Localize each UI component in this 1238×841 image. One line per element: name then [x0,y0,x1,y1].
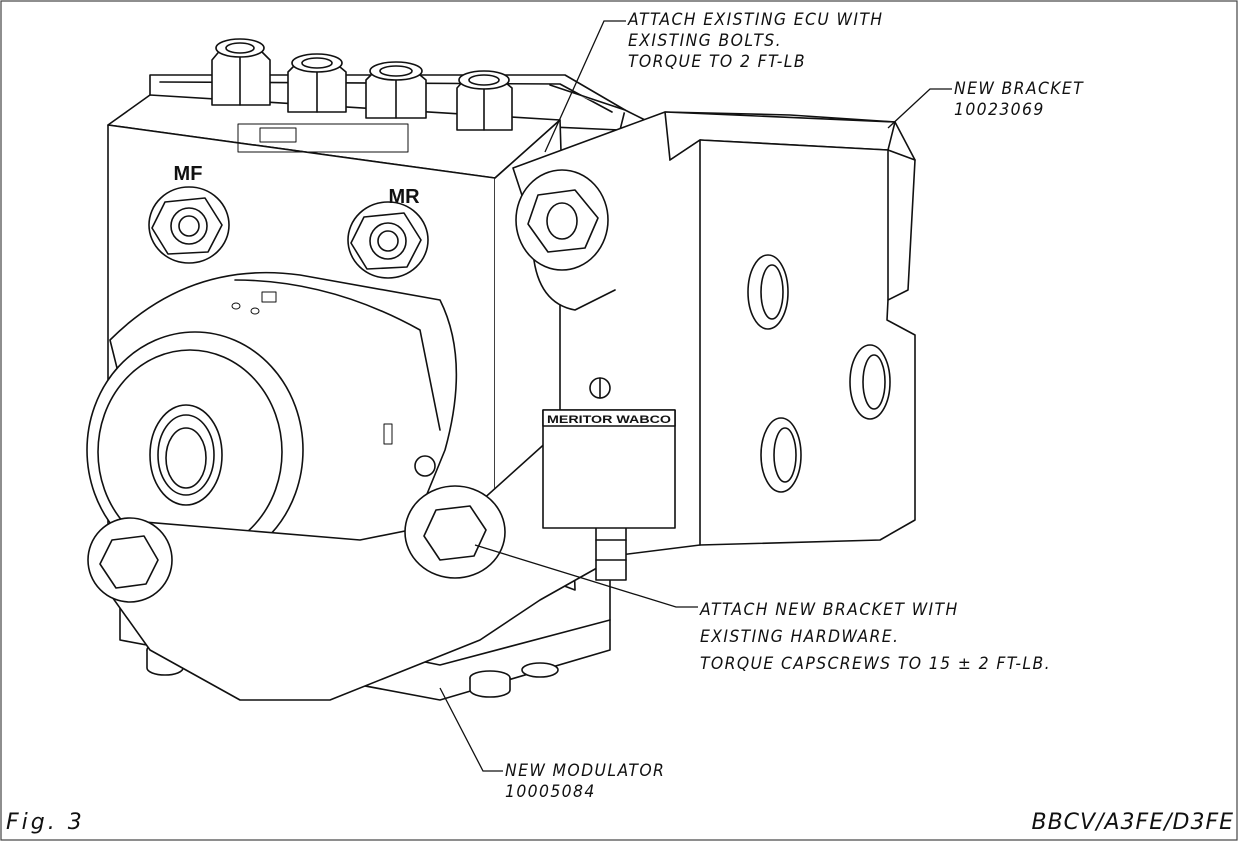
capscrew-right [404,485,506,579]
callout-hardware-line-1: ATTACH NEW BRACKET WITH [700,600,959,620]
port-label-mr: MR [388,186,420,208]
supply-port-mf [148,186,230,264]
leader-ecu [544,20,626,153]
figure-label: Fig. 3 [6,810,85,835]
callout-hardware-line-2: EXISTING HARDWARE. [700,627,900,647]
callout-hardware: ATTACH NEW BRACKET WITH EXISTING HARDWAR… [700,597,1051,678]
bracket-upper-bolt [515,169,609,271]
nameplate [542,409,676,529]
callout-ecu-line-3: TORQUE TO 2 FT-LB [628,52,806,72]
leader-hardware [474,544,698,608]
leader-lines [439,20,952,772]
callout-bracket-line-2: 10023069 [954,100,1045,120]
port-label-mf: MF [174,163,203,185]
leader-modulator [439,687,503,772]
solenoid-canister [86,271,458,581]
side-fittings [595,519,627,581]
callout-hardware-line-3: TORQUE CAPSCREWS TO 15 ± 2 FT-LB. [700,654,1051,674]
nameplate-brand: MERITOR WABCO [547,414,672,426]
callout-modulator: NEW MODULATOR 10005084 [505,761,665,803]
supply-port-mr [347,201,429,279]
callout-bracket: NEW BRACKET 10023069 [954,79,1084,121]
capscrew-left [87,517,173,603]
callout-modulator-line-1: NEW MODULATOR [505,761,666,781]
callout-ecu-line-2: EXISTING BOLTS. [628,31,782,51]
new-bracket [99,111,916,701]
top-ports [211,38,513,131]
callout-modulator-line-2: 10005084 [505,782,596,802]
callout-bracket-line-1: NEW BRACKET [954,79,1085,99]
callout-ecu: ATTACH EXISTING ECU WITH EXISTING BOLTS.… [628,10,883,73]
callout-ecu-line-1: ATTACH EXISTING ECU WITH [628,10,884,30]
document-code: BBCV/A3FE/D3FE [1031,810,1234,835]
leader-bracket [887,88,952,129]
